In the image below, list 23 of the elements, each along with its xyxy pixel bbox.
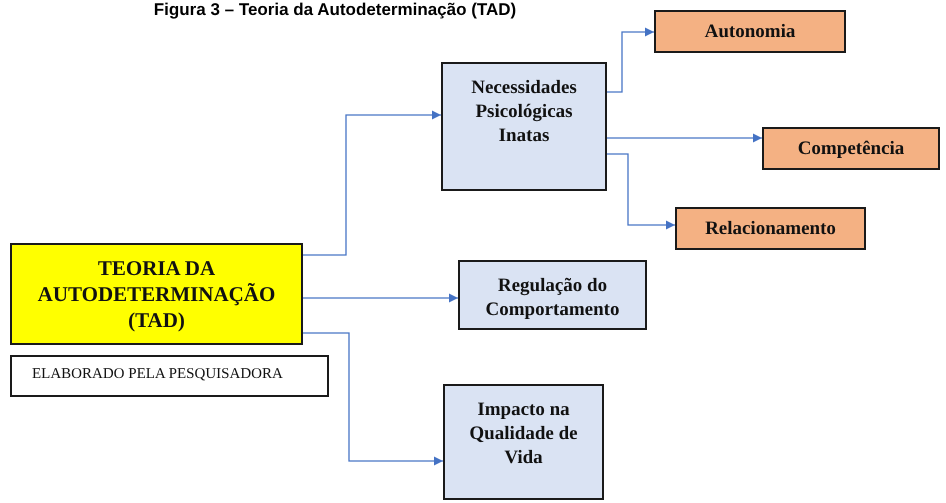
arrow	[303, 110, 441, 256]
concept-box	[441, 62, 607, 191]
node-label: Impacto na Qualidade de Vida	[468, 398, 579, 470]
source-note-box	[10, 355, 329, 397]
need-box	[654, 10, 846, 53]
arrow	[303, 293, 458, 303]
main-concept-box	[10, 243, 303, 345]
arrow	[607, 133, 762, 143]
figure-title: Figura 3 – Teoria da Autodeterminação (TAD)	[152, 0, 518, 20]
node-label: ELABORADO PELA PESQUISADORA	[32, 365, 284, 384]
node-label: TEORIA DA AUTODETERMINAÇÃO (TAD)	[36, 254, 276, 334]
arrow	[607, 27, 654, 93]
arrow	[303, 332, 443, 466]
need-box	[675, 207, 866, 250]
node-label: Relacionamento	[704, 216, 837, 240]
need-box	[762, 127, 940, 170]
concept-box	[443, 384, 604, 500]
node-label: Regulação do Comportamento	[484, 274, 621, 322]
node-label: Autonomia	[704, 20, 796, 44]
node-label: Competência	[796, 136, 906, 160]
node-label: Necessidades Psicológicas Inatas	[470, 76, 578, 148]
concept-box	[458, 260, 647, 330]
arrow	[607, 153, 675, 230]
